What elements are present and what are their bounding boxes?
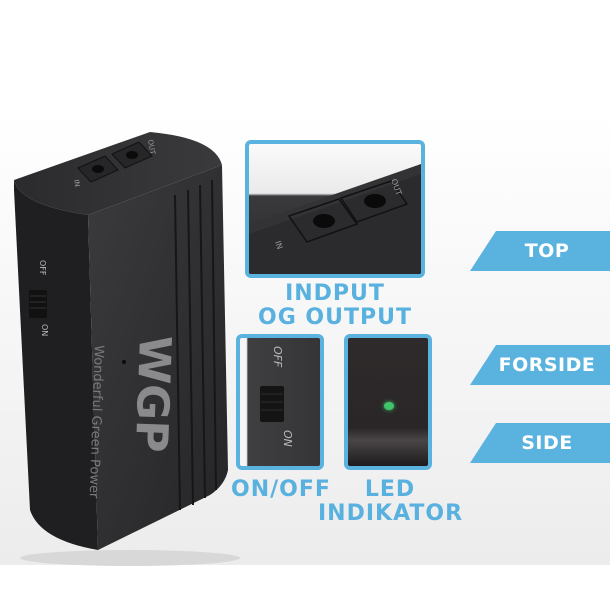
power-bank-device: IN OUT OFF ON WGP Wonderful Green Power [14,132,240,566]
switch-panel-caption: ON/OFF [231,477,331,502]
svg-text:OUT: OUT [146,139,157,156]
svg-text:IN: IN [72,179,81,188]
tab-side: SIDE [470,423,610,463]
caption-line-2: OG OUTPUT [258,305,412,330]
svg-text:ON: ON [40,324,49,336]
led-indicator-icon [384,402,394,410]
top-view-panel: IN OUT [245,140,425,278]
product-scene: IN OUT OFF ON WGP Wonderful Green Power … [0,110,610,566]
port-in-icon [77,155,119,183]
port-out-icon [111,141,153,169]
caption-line-2: INDIKATOR [318,501,464,526]
switch-panel: OFF ON [236,334,324,470]
svg-text:ON: ON [281,430,294,447]
led-panel-caption: LED INDIKATOR [318,478,462,526]
svg-text:OFF: OFF [38,260,47,276]
svg-text:IN: IN [273,240,284,251]
led-panel [344,334,432,470]
tab-forside: FORSIDE [470,345,610,385]
tab-top: TOP [470,231,610,271]
caption-line-1: LED [364,477,416,502]
svg-text:WGP: WGP [125,335,180,454]
svg-text:OFF: OFF [271,346,284,368]
top-panel-caption: INDPUT OG OUTPUT [245,282,425,330]
caption-line-1: INDPUT [285,281,385,306]
svg-text:Wonderful Green Power: Wonderful Green Power [86,345,106,499]
